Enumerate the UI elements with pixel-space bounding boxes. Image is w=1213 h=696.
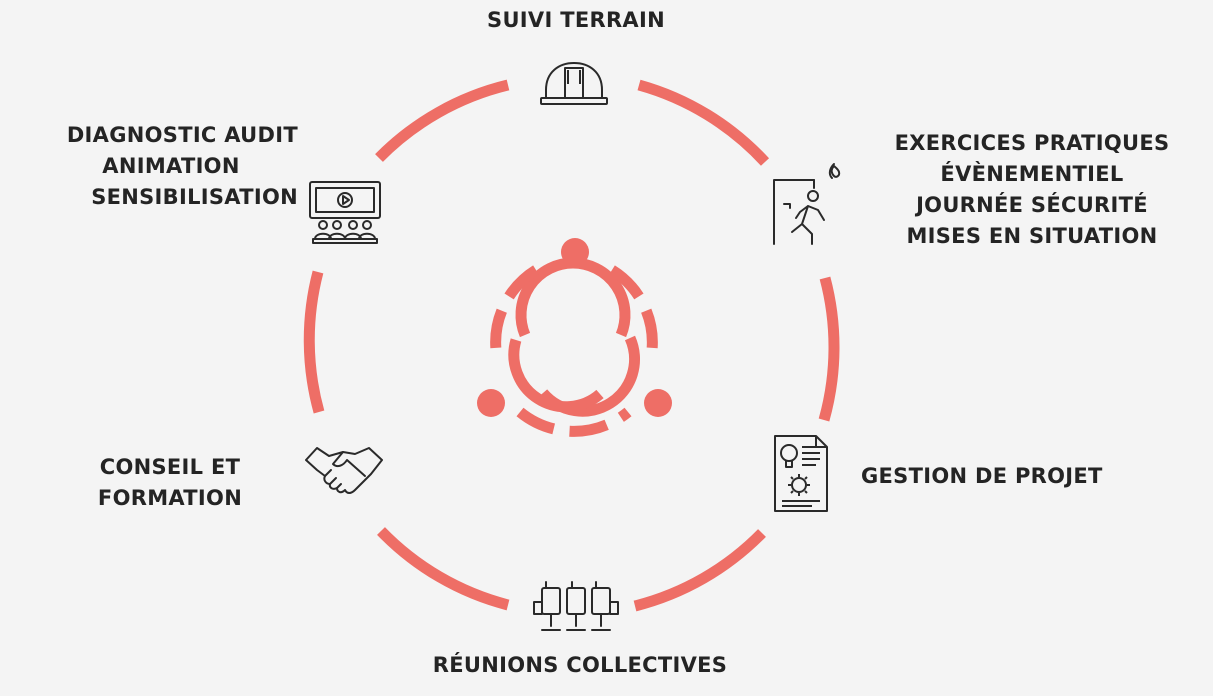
label-suivi-terrain: SUIVI TERRAIN	[487, 8, 665, 32]
presentation-audience-icon	[309, 181, 381, 244]
triquetra-logo-icon	[477, 238, 672, 437]
emergency-exit-icon	[773, 163, 841, 245]
ring-arc-top-right	[637, 79, 770, 166]
ring-arc-top-left	[375, 79, 510, 162]
hard-hat-icon	[540, 62, 608, 105]
label-reunions-collectives: RÉUNIONS COLLECTIVES	[432, 653, 728, 677]
ring-arc-bottom-right	[633, 529, 766, 612]
meeting-chairs-icon	[533, 581, 619, 631]
label-diagnostic-audit: DIAGNOSTIC AUDIT ANIMATION SENSIBILISATI…	[66, 123, 298, 209]
label-exercices-pratiques: EXERCICES PRATIQUES ÉVÈNEMENTIEL JOURNÉE…	[894, 131, 1170, 248]
label-gestion-de-projet: GESTION DE PROJET	[861, 464, 1103, 488]
project-document-icon	[774, 435, 828, 512]
ring-arc-bottom-left	[377, 527, 510, 611]
label-conseil-et-formation: CONSEIL ET FORMATION	[97, 455, 243, 510]
ring-arc-left	[303, 270, 325, 414]
ring-arc-right	[818, 276, 840, 422]
handshake-icon	[305, 447, 383, 494]
